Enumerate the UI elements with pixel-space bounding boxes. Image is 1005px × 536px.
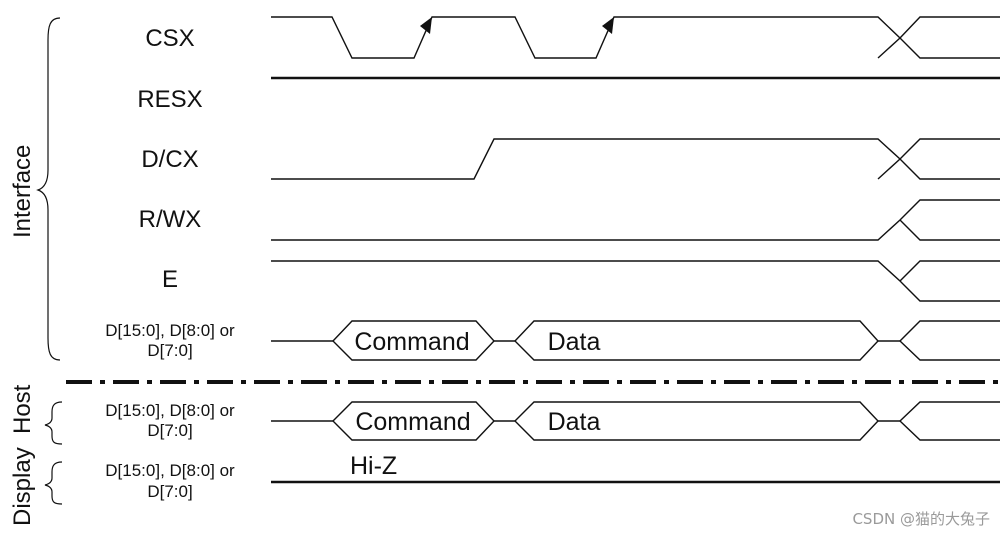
e-waveform-tail (899, 260, 1000, 282)
dcx-waveform-tail (899, 138, 1000, 180)
e-label: E (162, 266, 178, 293)
host-data-text: Data (548, 408, 601, 436)
csx-rising-arrow-1 (420, 17, 432, 34)
display-bus-label-line2: D[7:0] (147, 482, 192, 501)
display-group-label: Display (9, 447, 36, 526)
csx-waveform (271, 16, 902, 59)
e-waveform (271, 260, 1000, 302)
interface-brace (36, 17, 61, 361)
interface-group-label: Interface (9, 145, 36, 238)
interface-bus-label-line2: D[7:0] (147, 341, 192, 360)
display-bus-label-line1: D[15:0], D[8:0] or (105, 461, 235, 480)
host-bus-tail (898, 401, 1000, 441)
host-bus-label-line2: D[7:0] (147, 421, 192, 440)
display-hiz-text: Hi-Z (350, 452, 397, 480)
host-command-text: Command (355, 408, 470, 436)
csdn-watermark: CSDN @猫的大兔子 (852, 510, 990, 528)
interface-bus-label-line1: D[15:0], D[8:0] or (105, 321, 235, 340)
interface-bus-tail (898, 320, 1000, 361)
csx-waveform-tail (899, 16, 1000, 59)
interface-data-text: Data (548, 328, 601, 356)
csx-label: CSX (145, 25, 194, 52)
interface-command-text: Command (354, 328, 469, 356)
csx-rising-arrow-2 (602, 17, 614, 34)
dcx-label: D/CX (141, 146, 198, 173)
display-brace (44, 461, 63, 505)
host-brace (44, 401, 63, 445)
rwx-waveform-tail (899, 219, 1000, 241)
rwx-label: R/WX (139, 206, 202, 233)
host-bus-label-line1: D[15:0], D[8:0] or (105, 401, 235, 420)
rwx-waveform (271, 199, 1000, 241)
resx-label: RESX (137, 86, 202, 113)
dcx-waveform (271, 138, 902, 180)
host-group-label: Host (9, 384, 36, 434)
